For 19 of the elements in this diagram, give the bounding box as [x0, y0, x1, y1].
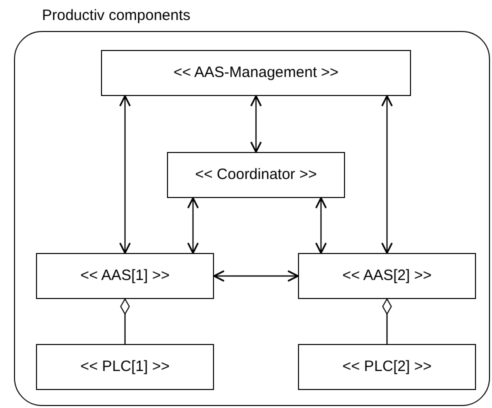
component-box — [298, 344, 476, 390]
connector-arrow — [381, 95, 393, 254]
connector-arrow — [187, 197, 199, 254]
component-box — [167, 152, 345, 198]
component-label: << AAS-Management >> — [173, 64, 339, 82]
connector-arrow — [315, 197, 327, 254]
component-box — [298, 253, 476, 299]
connector-arrow — [250, 95, 262, 153]
component-label: << AAS[2] >> — [342, 267, 432, 285]
component-box — [101, 50, 411, 96]
component-box — [36, 344, 214, 390]
connector-arrow — [213, 270, 299, 282]
component-label: << PLC[1] >> — [80, 358, 170, 376]
component-label: << Coordinator >> — [195, 166, 317, 184]
component-label: << AAS[1] >> — [80, 267, 170, 285]
connector-arrow — [119, 95, 131, 254]
group-title: Productiv components — [42, 7, 190, 25]
component-label: << PLC[2] >> — [342, 358, 432, 376]
component-box — [36, 253, 214, 299]
